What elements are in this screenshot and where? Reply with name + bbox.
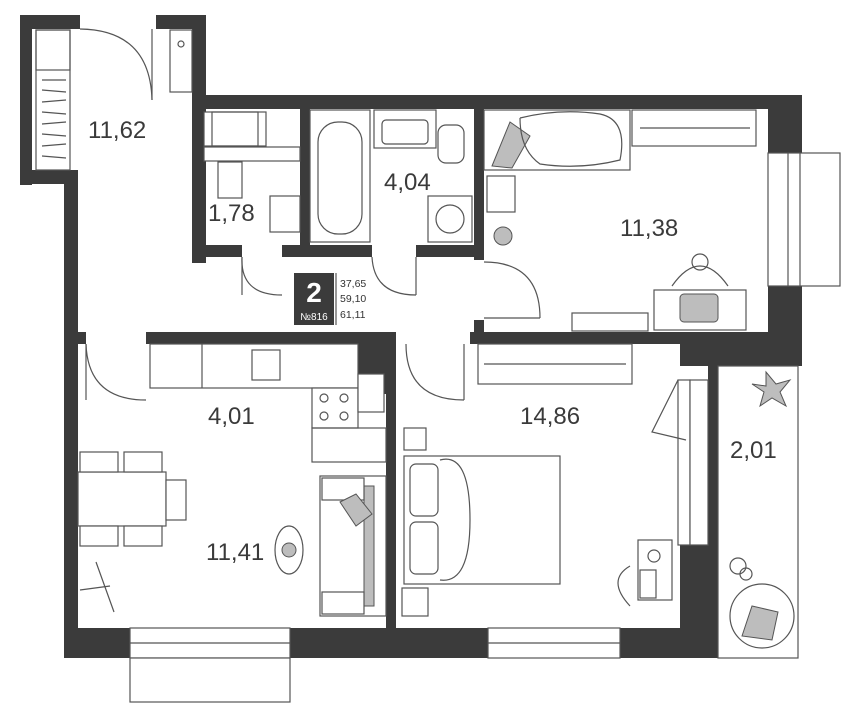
walls (20, 15, 802, 658)
room-labels: 11,62 1,78 4,04 11,38 4,01 14,86 2,01 11… (88, 117, 777, 566)
wardrobe-hangers (41, 79, 67, 159)
label-bathroom: 4,04 (384, 169, 431, 196)
area-with-balcony: 61,11 (340, 309, 366, 321)
label-corridor: 4,01 (208, 403, 255, 430)
furniture (35, 29, 795, 649)
apartment-number: №816 (300, 312, 328, 323)
label-balcony: 2,01 (730, 437, 777, 464)
area-living: 37,65 (340, 278, 366, 290)
label-bedroom-small: 11,38 (620, 215, 678, 242)
label-bedroom: 14,86 (520, 403, 580, 430)
apartment-badge: 2 №816 37,65 59,10 61,11 (294, 273, 366, 325)
label-hallway: 11,62 (88, 117, 146, 144)
door-swings (79, 28, 687, 441)
label-living: 11,41 (206, 539, 264, 566)
label-toilet: 1,78 (208, 200, 255, 227)
room-count: 2 (306, 277, 322, 308)
area-total: 59,10 (340, 293, 366, 305)
